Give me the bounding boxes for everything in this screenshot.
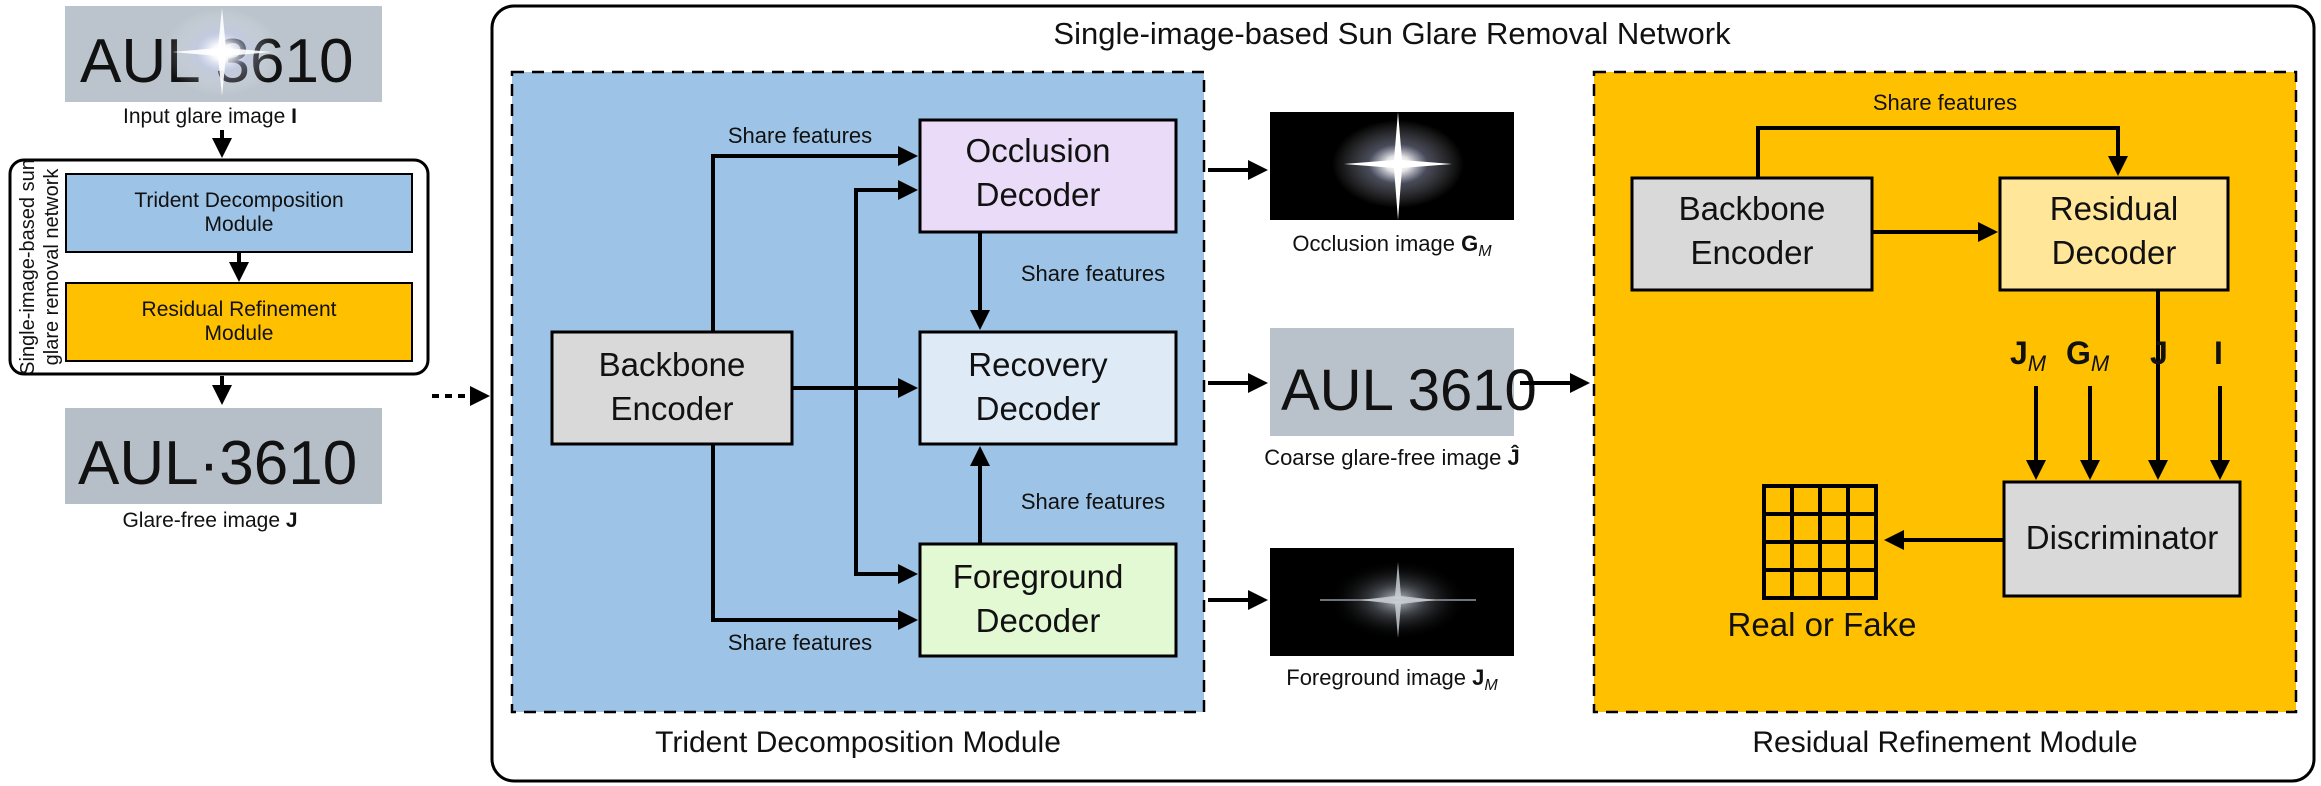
residual-decoder [1998, 176, 2230, 292]
share-features-mid-upper: Share features [1021, 261, 1165, 286]
foreground-image [1270, 548, 1514, 656]
discriminator [2002, 480, 2242, 598]
occlusion-image [1270, 112, 1514, 220]
refinement-module-title: Residual Refinement Module [1752, 726, 2137, 759]
refinement-module-region [1592, 70, 2298, 714]
refinement-backbone-encoder [1630, 176, 1874, 292]
glare-free-image: AUL·3610 [65, 408, 382, 504]
residual-decoder-label-2: Decoder [2052, 234, 2177, 271]
recovery-decoder-label-2: Decoder [976, 390, 1101, 427]
output-caption: Glare-free image J [122, 509, 297, 532]
foreground-decoder [918, 542, 1178, 658]
trident-arrows [711, 146, 990, 630]
trident-module-title: Trident Decomposition Module [655, 726, 1061, 759]
residual-module-label-2: Module [205, 322, 274, 345]
input-label-gm: GM [2066, 335, 2110, 376]
trident-module-label-2: Module [205, 213, 274, 236]
coarse-image-caption: Coarse glare-free image Ĵ [1264, 445, 1520, 470]
refinement-share-features: Share features [1873, 90, 2017, 115]
foreground-image-caption: Foreground image JM [1286, 665, 1498, 694]
trident-module-box [65, 173, 413, 253]
input-label-j: J [2150, 335, 2168, 371]
occlusion-decoder-label-2: Decoder [976, 176, 1101, 213]
occlusion-decoder-label-1: Occlusion [966, 132, 1111, 169]
input-label-i: I [2214, 335, 2223, 371]
foreground-decoder-label-1: Foreground [953, 558, 1124, 595]
refinement-backbone-label-2: Encoder [1691, 234, 1814, 271]
occlusion-decoder [918, 118, 1178, 234]
real-or-fake-label: Real or Fake [1728, 606, 1917, 643]
trident-backbone-label-2: Encoder [611, 390, 734, 427]
refinement-arrows [1756, 126, 2230, 550]
recovery-decoder [918, 330, 1178, 446]
input-caption: Input glare image I [123, 105, 297, 128]
refinement-backbone-label-1: Backbone [1679, 190, 1826, 227]
share-features-top: Share features [728, 123, 872, 148]
coarse-glare-free-image: AUL 3610 [1270, 328, 1537, 436]
decoder-output-arrows [1208, 160, 1268, 610]
output-plate-text: AUL·3610 [78, 429, 357, 498]
main-title: Single-image-based Sun Glare Removal Net… [1053, 16, 1731, 51]
share-features-bottom: Share features [728, 630, 872, 655]
occlusion-image-caption: Occlusion image GM [1292, 231, 1492, 260]
foreground-decoder-label-2: Decoder [976, 602, 1101, 639]
input-label-jm: JM [2010, 335, 2047, 376]
coarse-plate-text: AUL 3610 [1281, 358, 1537, 423]
share-features-mid-lower: Share features [1021, 489, 1165, 514]
patch-grid-icon [1762, 484, 1878, 600]
trident-module-label-1: Trident Decomposition [134, 189, 343, 212]
residual-module-label-1: Residual Refinement [142, 298, 337, 321]
discriminator-label: Discriminator [2026, 519, 2219, 556]
input-glare-image: AUL 3610 [65, 6, 382, 102]
trident-backbone-encoder [550, 330, 794, 446]
network-side-label-2: glare removal network [41, 168, 63, 366]
residual-module-box [65, 282, 413, 362]
recovery-decoder-label-1: Recovery [968, 346, 1108, 383]
residual-decoder-label-1: Residual [2050, 190, 2178, 227]
trident-backbone-label-1: Backbone [599, 346, 746, 383]
network-side-label-1: Single-image-based sun [17, 159, 39, 375]
